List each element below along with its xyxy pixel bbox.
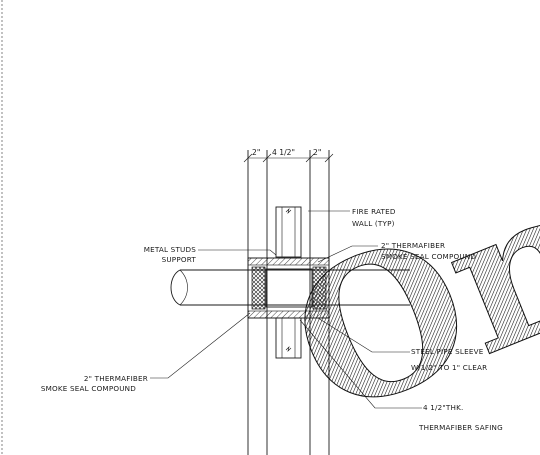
label-thermafiber-left-2: SMOKE SEAL COMPOUND <box>41 384 136 393</box>
dim-middle: 4 1/2" <box>272 148 295 157</box>
label-thermafiber-left-1: 2" THERMAFIBER <box>84 374 148 383</box>
label-metal-studs-2: SUPPORT <box>162 255 197 264</box>
label-safing-2: THERMAFIBER SAFING <box>418 423 503 432</box>
label-metal-studs-1: METAL STUDS <box>144 245 197 254</box>
label-thermafiber-top-2: SMOKE SEAL COMPOUND <box>381 252 476 261</box>
label-fire-rated-1: FIRE RATED <box>352 207 396 216</box>
label-sleeve-1: STEEL PIPE SLEEVE <box>411 347 484 356</box>
label-safing-1: 4 1/2"THK. <box>423 403 464 412</box>
metal-stud-upper <box>275 206 302 258</box>
dimension-line <box>243 153 334 163</box>
watermark: Ord <box>263 104 540 455</box>
pipe <box>170 269 410 306</box>
label-thermafiber-top-1: 2" THERMAFIBER <box>381 241 445 250</box>
label-sleeve-2: W/1/2" TO 1" CLEAR <box>411 363 487 372</box>
steel-pipe-sleeve <box>247 257 330 319</box>
leader-lines <box>150 210 422 409</box>
dim-left: 2" <box>252 148 260 157</box>
label-fire-rated-2: WALL (TYP) <box>352 219 395 228</box>
dim-right: 2" <box>313 148 321 157</box>
